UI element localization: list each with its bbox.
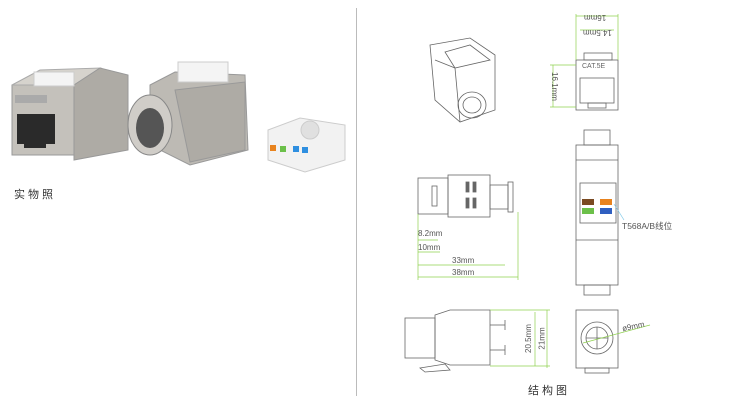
photo-jack-rear	[127, 61, 249, 166]
isometric-view	[429, 37, 496, 123]
side-view-bottom	[404, 309, 506, 373]
side-view-middle	[417, 174, 514, 218]
dim-width-inner: 14.5mm	[583, 28, 612, 37]
photo-caption: 实物照	[14, 188, 56, 201]
wiring-color-blocks	[582, 199, 612, 214]
dim-height-total: 21mm	[537, 327, 547, 350]
front-label: CAT.5E	[582, 63, 606, 70]
wiring-leader-line	[613, 203, 625, 221]
front-view-top	[575, 52, 619, 111]
wiring-label: T568A/B线位	[622, 221, 673, 231]
photo-wiring-cap	[267, 117, 346, 173]
front-view-wiring	[575, 129, 619, 296]
front-view-bottom	[575, 309, 619, 374]
dim-length-total: 38mm	[452, 268, 475, 277]
dimension-lines	[417, 14, 651, 368]
dim-height-side: 20.5mm	[523, 324, 533, 353]
photo-jack-front	[11, 67, 129, 161]
dim-length-body: 33mm	[452, 256, 475, 265]
section-divider	[356, 8, 357, 396]
dim-depth-a: 8.2mm	[418, 229, 443, 238]
dim-depth-b: 10mm	[418, 243, 441, 252]
drawing-caption: 结构图	[528, 384, 570, 397]
dim-height-front: 16.1mm	[549, 72, 559, 101]
dim-width-outer: 16mm	[584, 13, 607, 22]
